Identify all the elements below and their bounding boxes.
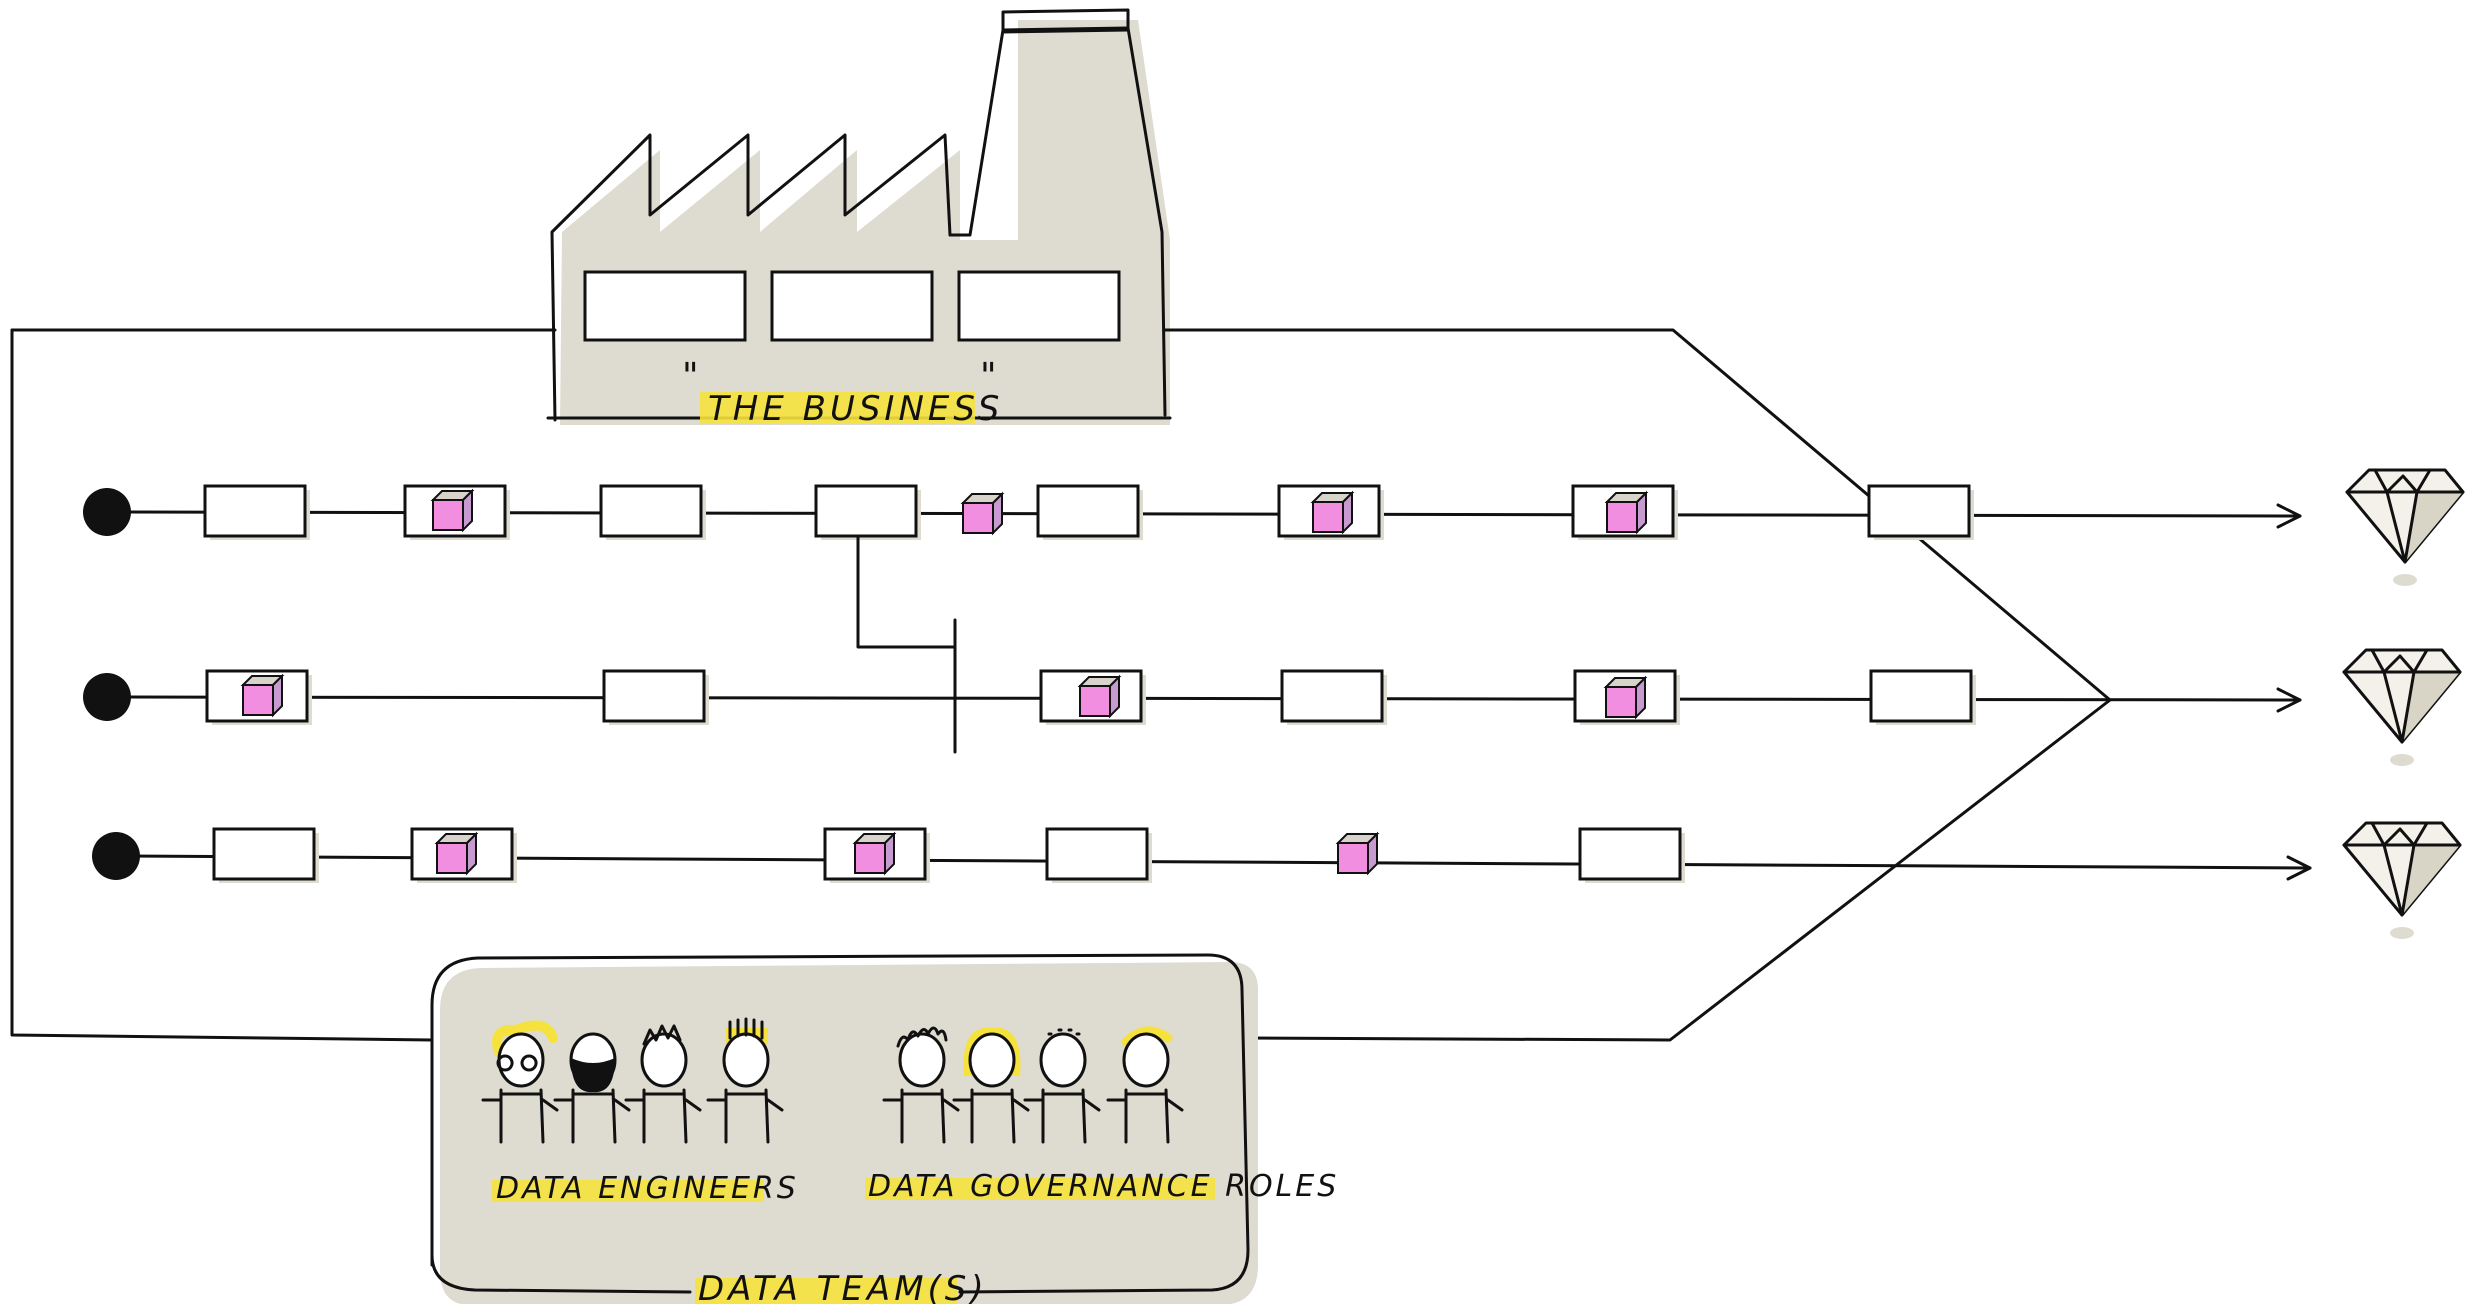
pink-cube-icon [240, 673, 285, 718]
process-box [203, 484, 310, 540]
source-dot-icon [83, 488, 131, 536]
process-box [602, 669, 709, 725]
factory-icon [546, 8, 1172, 425]
business-highlight [700, 392, 975, 424]
pink-cube-icon [960, 491, 1005, 536]
person-icon [1023, 1028, 1101, 1144]
data-teams-highlight [695, 1278, 957, 1304]
people-layer [481, 1017, 1184, 1144]
source-dot-icon [83, 673, 131, 721]
pink-cube-icon [852, 831, 897, 876]
data-teams-label: DATA TEAM(S) [698, 1269, 988, 1304]
pink-cube-icon [1335, 831, 1380, 876]
process-box [1867, 484, 1974, 540]
person-icon [952, 1027, 1030, 1144]
data-team-box [430, 953, 1258, 1304]
process-box [1036, 484, 1143, 540]
engineers-highlight [492, 1180, 764, 1202]
process-box [1578, 827, 1685, 883]
pink-cube-icon [1603, 675, 1648, 720]
diamond-icon [2342, 821, 2462, 939]
data-governance-label: DATA GOVERNANCE ROLES [868, 1169, 1339, 1204]
cube-layer [240, 488, 1649, 876]
person-icon [624, 1024, 702, 1144]
pink-cube-icon [434, 831, 479, 876]
branch-connector [856, 534, 957, 754]
pink-cube-icon [1604, 490, 1649, 535]
person-icon [553, 1032, 631, 1144]
process-box [814, 484, 921, 540]
pink-cube-icon [1077, 674, 1122, 719]
pipeline-1 [83, 484, 2302, 540]
pink-cube-icon [1310, 490, 1355, 535]
governance-highlight [865, 1178, 1215, 1200]
process-box [599, 484, 706, 540]
diamond-icon [2342, 648, 2462, 766]
quote-close: " [980, 356, 997, 397]
person-icon [706, 1017, 784, 1144]
pink-cube-icon [430, 488, 475, 533]
pipeline-2 [83, 669, 2302, 725]
process-box [212, 827, 319, 883]
quote-open: " [682, 356, 699, 397]
data-engineers-label: DATA ENGINEERS [496, 1171, 799, 1206]
process-box [1869, 669, 1976, 725]
diamond-icon [2345, 468, 2465, 586]
business-label: THE BUSINESS [708, 389, 1003, 429]
person-icon [1106, 1026, 1184, 1144]
process-box [1280, 669, 1387, 725]
person-icon [481, 1020, 559, 1144]
diamond-layer [2342, 468, 2465, 939]
source-dot-icon [92, 832, 140, 880]
pipeline-3 [92, 827, 2312, 883]
person-icon [882, 1026, 960, 1144]
process-box [1045, 827, 1152, 883]
